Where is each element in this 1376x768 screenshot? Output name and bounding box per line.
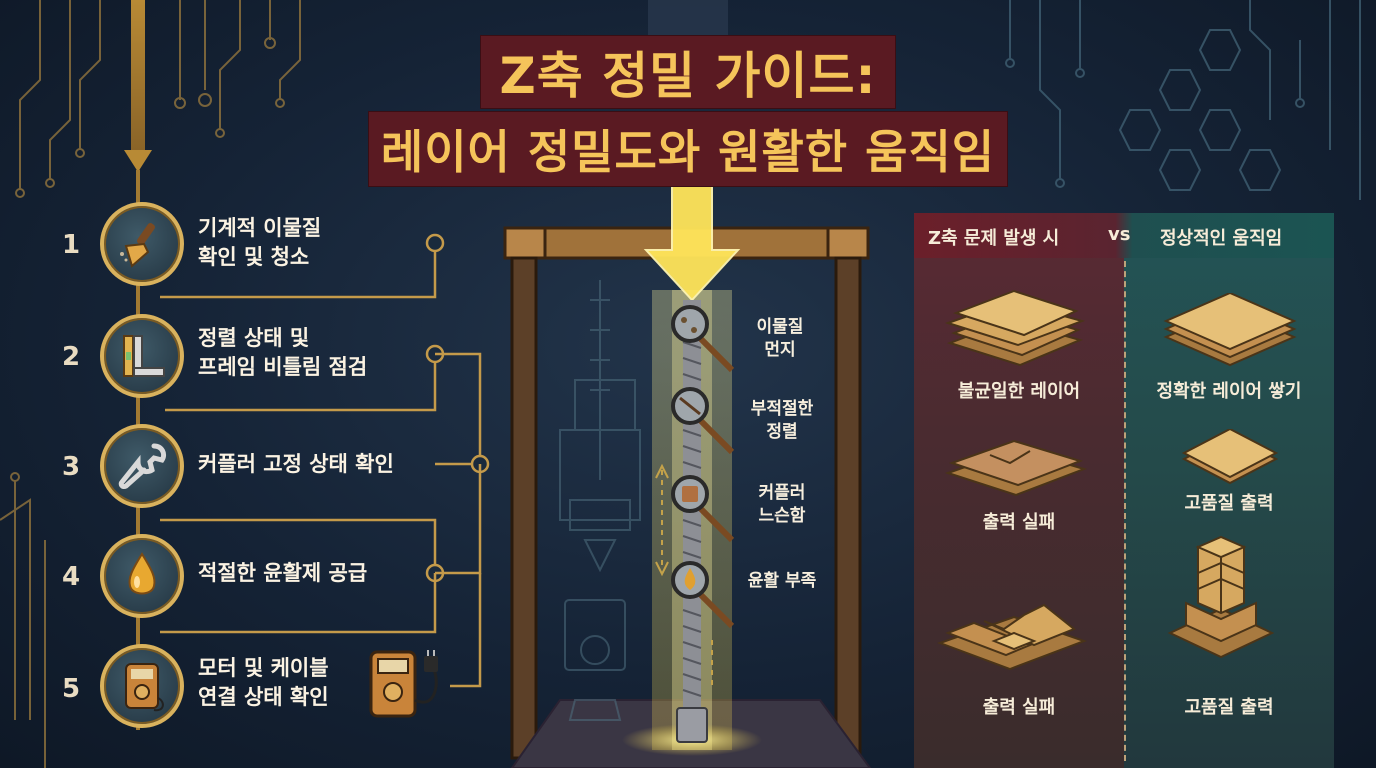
failed-print-flat-icon [944, 439, 1088, 497]
comparison-panel: Z축 문제 발생 시 vs 정상적인 움직임 불균일한 레이어 출력 실패 출력… [914, 213, 1334, 768]
page-subtitle: 레이어 정밀도와 원활한 움직임 [0, 112, 1376, 186]
magnifier-label-debris-line1: 이물질 [756, 317, 804, 337]
down-arrow-icon [643, 179, 741, 302]
quality-print-flat-icon [1181, 429, 1279, 485]
circuit-traces-left [0, 0, 301, 768]
multimeter-icon [125, 663, 164, 712]
comparison-header-right: 정상적인 움직임 [1160, 228, 1283, 249]
right-item-1-label: 정확한 레이어 쌓기 [1156, 381, 1302, 402]
left-item-2-label: 출력 실패 [982, 512, 1056, 533]
magnifier-label-alignment-line2: 정렬 [766, 422, 798, 442]
magnifier-coupler-icon [671, 475, 735, 543]
step-3-number: 3 [62, 452, 81, 482]
step-2-label: 정렬 상태 및 프레임 비틀림 점검 [198, 324, 367, 382]
step-3-label: 커플러 고정 상태 확인 [198, 450, 394, 479]
circuit-traces-right [1005, 0, 1361, 200]
level-square-icon [123, 335, 165, 377]
comparison-divider [1124, 261, 1126, 761]
step-1-number: 1 [62, 230, 81, 260]
step-2-label-line2: 프레임 비틀림 점검 [198, 355, 368, 379]
step-3-badge [100, 424, 184, 508]
right-item-3-label: 고품질 출력 [1184, 697, 1274, 718]
step-2-number: 2 [62, 342, 81, 372]
step-connectors [160, 233, 490, 688]
comparison-header: Z축 문제 발생 시 vs 정상적인 움직임 [914, 213, 1334, 258]
magnifier-label-lubricant: 윤활 부족 [736, 570, 828, 593]
magnifier-label-coupler-line2: 느슨함 [758, 506, 806, 526]
step-4-label-line1: 적절한 윤활제 공급 [198, 561, 368, 585]
magnifier-label-debris: 이물질 먼지 [742, 316, 818, 362]
magnifier-label-debris-line2: 먼지 [764, 340, 796, 360]
step-2-badge [100, 314, 184, 398]
comparison-header-left: Z축 문제 발생 시 [928, 228, 1060, 249]
wrench-icon [118, 443, 167, 489]
title-line-2: 레이어 정밀도와 원활한 움직임 [368, 112, 1008, 186]
step-2-label-line1: 정렬 상태 및 [198, 326, 310, 350]
step-5-number: 5 [62, 674, 81, 704]
left-item-1-label: 불균일한 레이어 [957, 381, 1081, 402]
magnifier-label-alignment: 부적절한 정렬 [736, 398, 828, 444]
magnifier-lubricant-icon [671, 561, 735, 629]
step-1-label-line2: 확인 및 청소 [198, 245, 310, 269]
step-3-label-line1: 커플러 고정 상태 확인 [198, 452, 394, 476]
uneven-layers-icon [944, 289, 1086, 367]
step-4-badge [100, 534, 184, 618]
magnifier-label-alignment-line1: 부적절한 [750, 399, 814, 419]
multimeter-plug-icon [369, 650, 438, 718]
step-1-label: 기계적 이물질 확인 및 청소 [198, 214, 321, 272]
oil-drop-icon [128, 552, 156, 595]
brush-icon [120, 223, 155, 268]
step-1-label-line1: 기계적 이물질 [198, 216, 322, 240]
step-1-badge [100, 202, 184, 286]
blueprint-sketch [559, 280, 641, 721]
title-line-1: Z축 정밀 가이드: [481, 36, 895, 108]
magnifier-label-coupler: 커플러 느슨함 [742, 482, 822, 528]
magnifier-label-coupler-line1: 커플러 [758, 483, 806, 503]
step-5-label-line2: 연결 상태 확인 [198, 685, 329, 709]
step-4-label: 적절한 윤활제 공급 [198, 559, 367, 588]
magnifier-label-lubricant-line1: 윤활 부족 [747, 571, 817, 591]
failed-print-warped-icon [937, 603, 1087, 671]
magnifier-debris-icon [671, 305, 735, 373]
step-5-label-line1: 모터 및 케이블 [198, 656, 329, 680]
step-4-number: 4 [62, 562, 81, 592]
precise-layers-icon [1163, 293, 1297, 367]
step-5-label: 모터 및 케이블 연결 상태 확인 [198, 654, 329, 712]
quality-print-tower-icon [1167, 535, 1275, 659]
step-5-badge [100, 644, 184, 728]
left-item-3-label: 출력 실패 [982, 697, 1056, 718]
page-title: Z축 정밀 가이드: [0, 36, 1376, 108]
comparison-header-vs: vs [1108, 224, 1131, 245]
magnifier-alignment-icon [671, 387, 735, 455]
right-item-2-label: 고품질 출력 [1184, 493, 1274, 514]
